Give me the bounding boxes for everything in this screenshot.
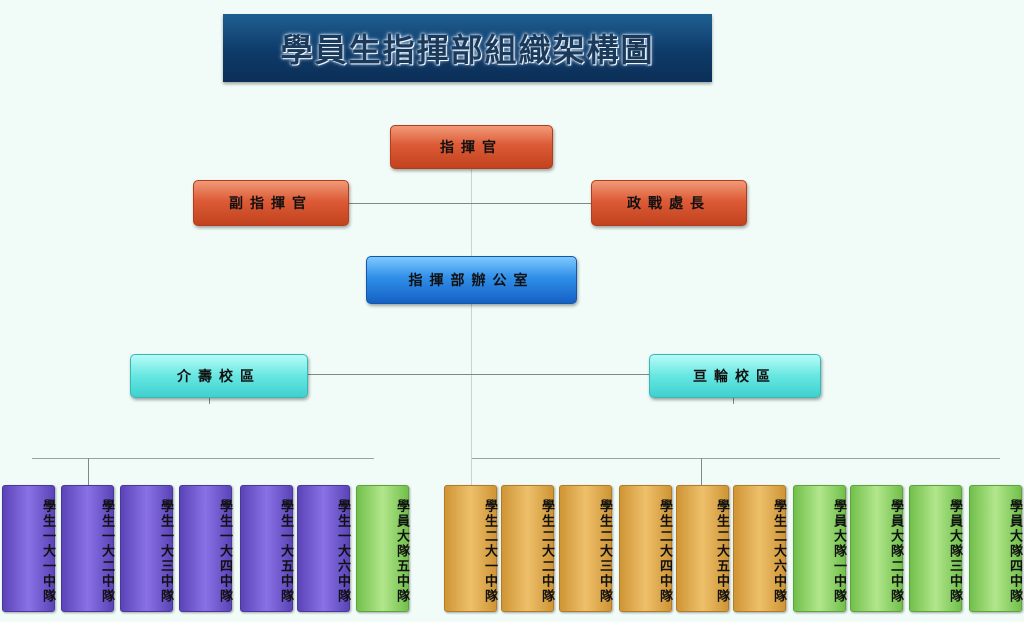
left-unit-4: 學生一大四中隊 [179,485,232,612]
left-unit-5: 學生一大五中隊 [240,485,293,612]
left-unit-6: 學生一大六中隊 [297,485,350,612]
right-unit-9: 學員大隊三中隊 [909,485,962,612]
deputy-commander-box: 副指揮官 [193,180,349,226]
campus-jieshou-box: 介壽校區 [130,354,308,398]
left-unit-3: 學生一大三中隊 [120,485,173,612]
right-unit-7: 學員大隊一中隊 [793,485,846,612]
connector-line [32,458,374,459]
campus-julun-box: 亘輪校區 [649,354,821,398]
left-unit-7: 學員大隊五中隊 [356,485,409,612]
political-warfare-chief-box: 政戰處長 [591,180,747,226]
connector-line [472,458,1000,459]
right-unit-1: 學生二大一中隊 [444,485,497,612]
left-unit-1: 學生一大一中隊 [2,485,55,612]
right-unit-10: 學員大隊四中隊 [969,485,1022,612]
connector-line [209,396,210,404]
connector-line [88,458,89,485]
right-unit-4: 學生二大四中隊 [619,485,672,612]
left-unit-2: 學生一大二中隊 [61,485,114,612]
right-unit-5: 學生二大五中隊 [676,485,729,612]
connector-line [348,203,593,204]
right-unit-2: 學生二大二中隊 [501,485,554,612]
connector-line [701,458,702,485]
connector-line [733,396,734,404]
page-title: 學員生指揮部組織架構圖 [223,14,712,82]
right-unit-6: 學生二大六中隊 [733,485,786,612]
right-unit-3: 學生二大三中隊 [559,485,612,612]
connector-line [471,168,472,508]
right-unit-8: 學員大隊二中隊 [850,485,903,612]
command-office-box: 指揮部辦公室 [366,256,577,304]
connector-line [308,374,650,375]
commander-box: 指揮官 [390,125,553,169]
